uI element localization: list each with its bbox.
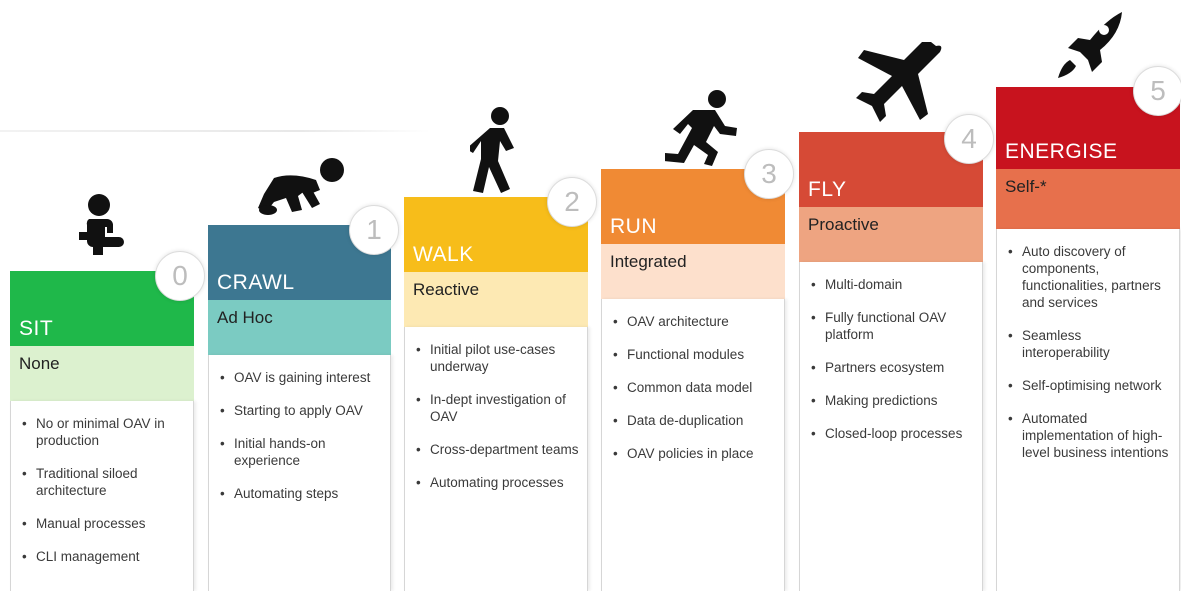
list-item: Multi-domain <box>808 276 974 293</box>
list-item: Cross-department teams <box>413 441 579 458</box>
stage-subtitle-band: Reactive <box>404 272 588 327</box>
stage-title: SIT <box>19 317 54 340</box>
stage-number-badge: 2 <box>547 177 597 227</box>
stage-number-badge: 3 <box>744 149 794 199</box>
list-item: Functional modules <box>610 346 776 363</box>
stage-body: Auto discovery of components, functional… <box>996 229 1180 591</box>
stage-list: OAV is gaining interest Starting to appl… <box>209 355 390 502</box>
walking-person-icon <box>470 106 522 194</box>
list-item: Manual processes <box>19 515 185 532</box>
stage-number-badge: 5 <box>1133 66 1181 116</box>
list-item: Common data model <box>610 379 776 396</box>
stage-sit: SIT None No or minimal OAV in production… <box>10 271 194 591</box>
stage-title: CRAWL <box>217 271 295 294</box>
stage-title: RUN <box>610 215 657 238</box>
stage-subtitle: Self-* <box>1005 177 1047 196</box>
stage-subtitle: None <box>19 354 60 373</box>
list-item: Initial hands-on experience <box>217 435 382 469</box>
stage-list: Initial pilot use-cases underway In-dept… <box>405 327 587 491</box>
list-item: Fully functional OAV platform <box>808 309 974 343</box>
stage-subtitle-band: Ad Hoc <box>208 300 391 355</box>
stage-walk: WALK Reactive Initial pilot use-cases un… <box>404 197 588 591</box>
stage-title: ENERGISE <box>1005 140 1118 163</box>
list-item: Seamless interoperability <box>1005 327 1171 361</box>
stage-list: OAV architecture Functional modules Comm… <box>602 299 784 462</box>
stage-list: No or minimal OAV in production Traditio… <box>11 401 193 565</box>
list-item: OAV policies in place <box>610 445 776 462</box>
stage-body: No or minimal OAV in production Traditio… <box>10 401 194 591</box>
stage-subtitle: Ad Hoc <box>217 308 273 327</box>
list-item: Auto discovery of components, functional… <box>1005 243 1171 311</box>
list-item: Automating steps <box>217 485 382 502</box>
list-item: Automated implementation of high-level b… <box>1005 410 1171 461</box>
rocket-icon <box>1052 8 1128 84</box>
stage-number-badge: 0 <box>155 251 205 301</box>
stage-header: WALK <box>404 197 588 272</box>
stage-number-badge: 1 <box>349 205 399 255</box>
stage-crawl: CRAWL Ad Hoc OAV is gaining interest Sta… <box>208 225 391 591</box>
stage-title: FLY <box>808 178 847 201</box>
stage-body: OAV is gaining interest Starting to appl… <box>208 355 391 591</box>
list-item: OAV is gaining interest <box>217 369 382 386</box>
list-item: Initial pilot use-cases underway <box>413 341 579 375</box>
list-item: No or minimal OAV in production <box>19 415 185 449</box>
stage-body: Multi-domain Fully functional OAV platfo… <box>799 262 983 591</box>
list-item: CLI management <box>19 548 185 565</box>
list-item: In-dept investigation of OAV <box>413 391 579 425</box>
list-item: OAV architecture <box>610 313 776 330</box>
running-person-icon <box>665 88 741 166</box>
stage-body: OAV architecture Functional modules Comm… <box>601 299 785 591</box>
stage-subtitle-band: None <box>10 346 194 401</box>
airplane-icon <box>848 42 944 128</box>
stage-title: WALK <box>413 243 474 266</box>
list-item: Starting to apply OAV <box>217 402 382 419</box>
list-item: Partners ecosystem <box>808 359 974 376</box>
list-item: Closed-loop processes <box>808 425 974 442</box>
list-item: Making predictions <box>808 392 974 409</box>
list-item: Self-optimising network <box>1005 377 1171 394</box>
list-item: Automating processes <box>413 474 579 491</box>
stage-body: Initial pilot use-cases underway In-dept… <box>404 327 588 591</box>
stage-run: RUN Integrated OAV architecture Function… <box>601 169 785 591</box>
list-item: Data de-duplication <box>610 412 776 429</box>
stage-fly: FLY Proactive Multi-domain Fully functio… <box>799 132 983 591</box>
stage-subtitle: Proactive <box>808 215 879 234</box>
crawling-person-icon <box>258 156 348 218</box>
stage-subtitle-band: Self-* <box>996 169 1180 229</box>
stage-list: Auto discovery of components, functional… <box>997 229 1179 461</box>
stage-subtitle: Integrated <box>610 252 687 271</box>
stage-subtitle-band: Proactive <box>799 207 983 262</box>
baby-sitting-icon <box>75 192 131 258</box>
stage-subtitle: Reactive <box>413 280 480 299</box>
stage-number-badge: 4 <box>944 114 994 164</box>
list-item: Traditional siloed architecture <box>19 465 185 499</box>
stage-energise: ENERGISE Self-* Auto discovery of compon… <box>996 87 1180 591</box>
stage-subtitle-band: Integrated <box>601 244 785 299</box>
stage-list: Multi-domain Fully functional OAV platfo… <box>800 262 982 442</box>
divider-line <box>0 130 430 132</box>
